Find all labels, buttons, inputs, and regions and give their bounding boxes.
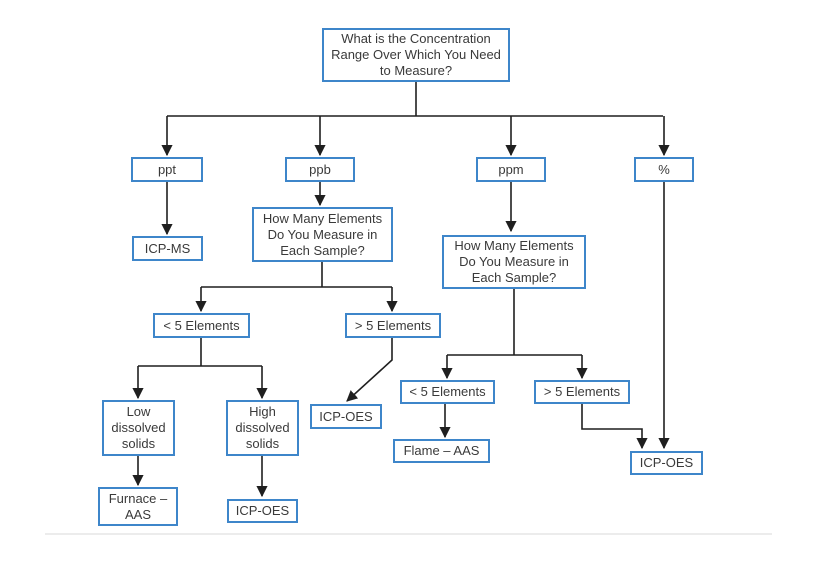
node-lt5-elements-ppm: < 5 Elements [400,380,495,404]
node-icp-oes-ppb-gt5: ICP-OES [310,404,382,429]
node-icp-oes-high-solids: ICP-OES [227,499,298,523]
node-ppb: ppb [285,157,355,182]
node-flame-aas: Flame – AAS [393,439,490,463]
node-how-many-elements-ppm: How Many Elements Do You Measure in Each… [442,235,586,289]
node-ppm: ppm [476,157,546,182]
edge-howmanyppb-stem [201,262,392,288]
edge-howmanyppm-stem [447,289,582,356]
node-low-dissolved-solids: Low dissolved solids [102,400,175,456]
node-how-many-elements-ppb: How Many Elements Do You Measure in Each… [252,207,393,262]
node-concentration-question: What is the Concentration Range Over Whi… [322,28,510,82]
image-bottom-border [45,533,772,535]
node-gt5-elements-ppb: > 5 Elements [345,313,441,338]
node-gt5-elements-ppm: > 5 Elements [534,380,630,404]
node-icp-ms: ICP-MS [132,236,203,261]
node-icp-oes-ppm-pct: ICP-OES [630,451,703,475]
edge-lt5ppb-stem [138,338,262,367]
edge-gt5ppm-icpoes [581,404,648,450]
node-furnace-aas: Furnace – AAS [98,487,178,526]
node-percent: % [634,157,694,182]
node-lt5-elements-ppb: < 5 Elements [153,313,250,338]
node-ppt: ppt [131,157,203,182]
node-high-dissolved-solids: High dissolved solids [226,400,299,456]
edge-gt5ppb-icpoes [346,338,393,402]
